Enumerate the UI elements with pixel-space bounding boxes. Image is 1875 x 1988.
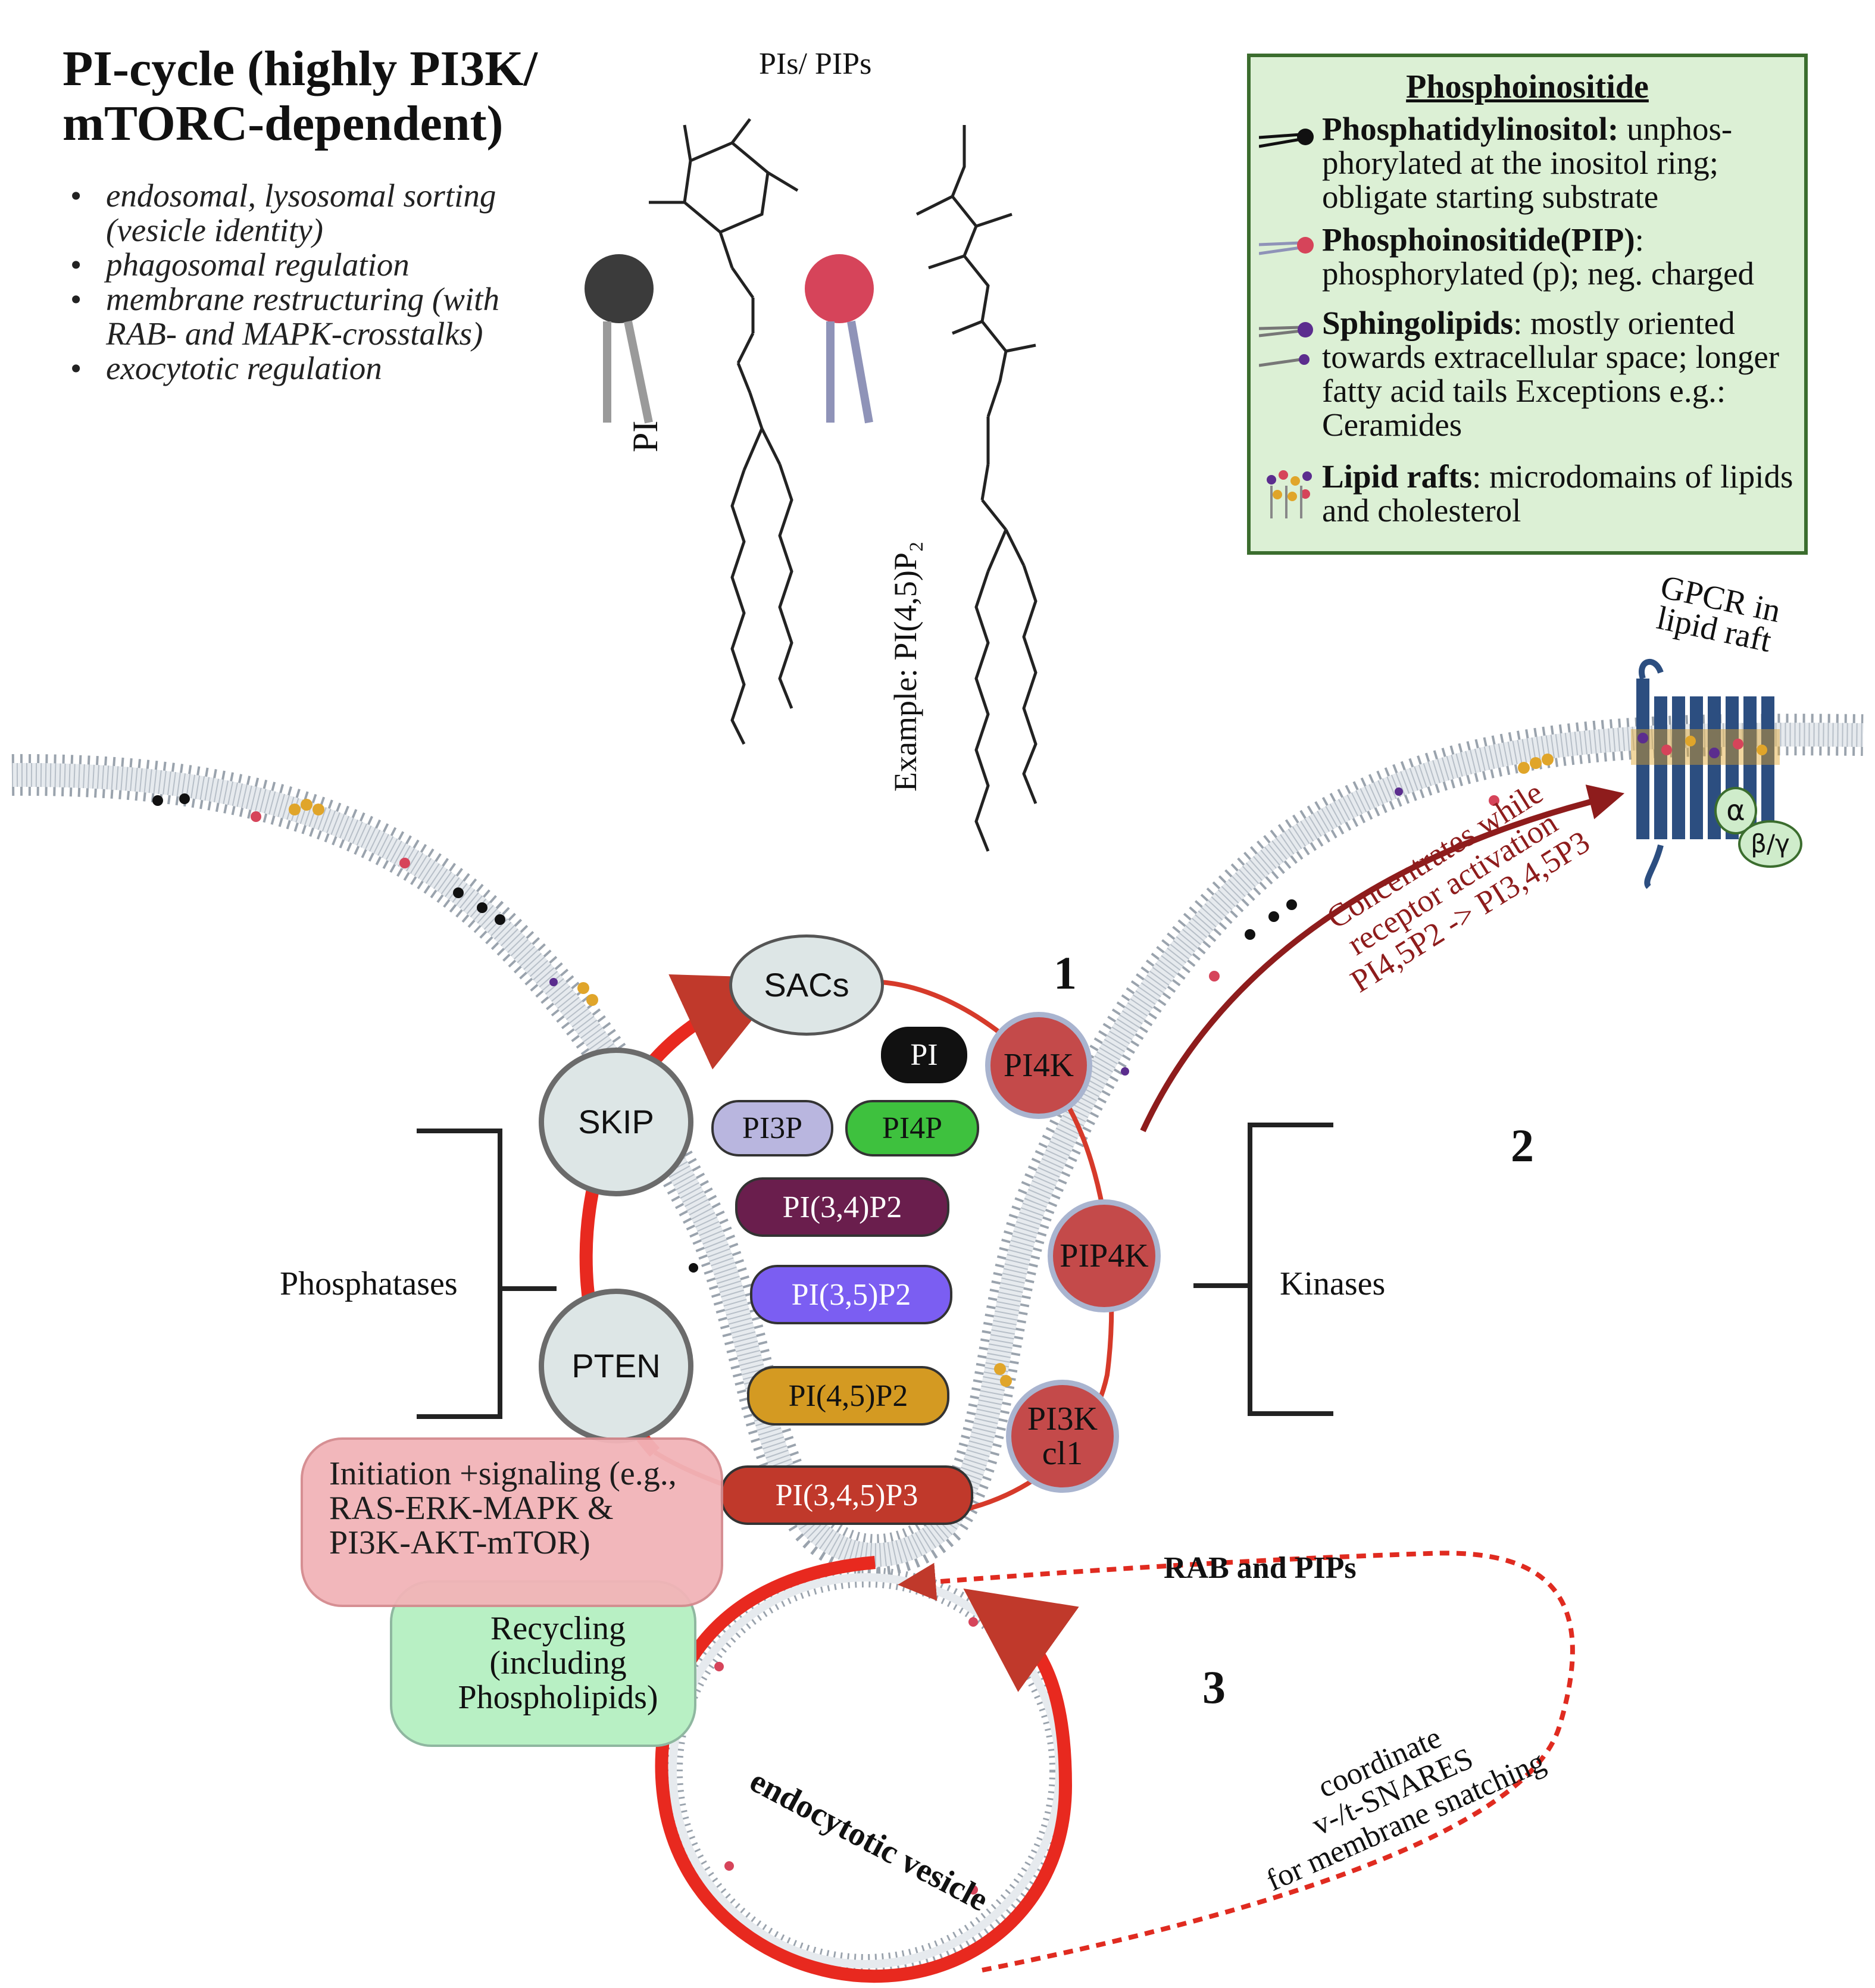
initiation-signaling-bubble: Initiation +signaling (e.g., RAS-ERK-MAP… (301, 1437, 723, 1607)
page-title: PI-cycle (highly PI3K/ mTORC-dependent) (62, 42, 598, 151)
pi-structure-label: PI (626, 420, 665, 452)
legend-entry-sphingolipids: Sphingolipids: mostly oriented towards e… (1322, 306, 1798, 442)
gpcr-receptor (1631, 658, 1780, 889)
pi3k-node: PI3K cl1 (1006, 1380, 1119, 1493)
legend-entry-name: Sphingolipids (1322, 305, 1514, 341)
pi-lipid-pill: PI (881, 1027, 967, 1083)
pi345p3-lipid-pill: PI(3,4,5)P3 (720, 1465, 973, 1525)
legend-entry-text: unphos-phorylated at the inositol ring; … (1322, 111, 1733, 215)
legend-entry-name: Phosphatidylinositol: (1322, 111, 1619, 147)
pi4p-lipid-pill: PI4P (845, 1100, 979, 1156)
rab-pips-label: RAB and PIPs (1164, 1551, 1357, 1585)
list-item-text: exocytotic regulation (106, 350, 382, 386)
step-number-1: 1 (1054, 947, 1077, 999)
pip2-chemical-structure (915, 125, 1038, 852)
sphingolipids-icon (1259, 322, 1313, 367)
title-line-1: PI-cycle (highly PI3K/ (62, 41, 538, 96)
g-beta-gamma-subunit: β/γ (1738, 820, 1802, 868)
phosphoinositide-icon (1259, 237, 1314, 255)
phosphatases-bracket (417, 1129, 557, 1419)
list-item: •exocytotic regulation (70, 350, 382, 386)
phosphatases-label: Phosphatases (280, 1265, 458, 1302)
pi3p-lipid-pill: PI3P (711, 1100, 833, 1156)
legend-title: Phosphoinositide (1406, 68, 1649, 105)
step-number-3: 3 (1202, 1661, 1226, 1713)
pip4k-node: PIP4K (1048, 1199, 1161, 1312)
list-item-text: membrane restructuring (with RAB- and MA… (106, 281, 499, 352)
title-line-2: mTORC-dependent) (62, 96, 504, 151)
structures-header: PIs/ PIPs (759, 47, 872, 81)
sacs-node: SACs (729, 934, 884, 1036)
pi45p2-lipid-pill: PI(4,5)P2 (747, 1366, 949, 1426)
g-alpha-subunit: α (1714, 787, 1757, 834)
pi-lipid-icon (585, 254, 654, 424)
legend-entry-text: : mostly oriented towards extracellular … (1322, 305, 1780, 443)
legend-entry-lipid-rafts: Lipid rafts: microdomains of lipids and … (1322, 460, 1798, 527)
legend-entry-text: : phosphorylated (p); neg. charged (1322, 221, 1754, 292)
list-item: •endosomal, lysosomal sorting (vesicle i… (70, 177, 496, 248)
pi4k-node: PI4K (985, 1012, 1092, 1119)
list-item-text: endosomal, lysosomal sorting (vesicle id… (106, 177, 496, 248)
list-item: •membrane restructuring (with RAB- and M… (70, 281, 499, 352)
plasma-membrane (11, 714, 1864, 1576)
legend-entry-text: : microdomains of lipids and cholesterol (1322, 458, 1793, 529)
legend-entry-phosphatidylinositol: Phosphatidylinositol: unphos-phorylated … (1322, 112, 1798, 214)
legend-entry-name: Phosphoinositide(PIP) (1322, 221, 1635, 258)
phosphoinositide-legend: Phosphoinositide Phosphatidylinositol: u… (1247, 54, 1808, 555)
list-item-text: phagosomal regulation (106, 246, 410, 283)
concentration-arrow (1140, 784, 1625, 1133)
membrane-lipids (152, 754, 1554, 1387)
list-item: •phagosomal regulation (70, 246, 410, 283)
example-structure-label: Example: PI(4,5)P₂ (888, 541, 923, 792)
kinases-label: Kinases (1280, 1265, 1386, 1302)
pten-node: PTEN (539, 1289, 693, 1443)
phosphatidylinositol-icon (1259, 129, 1314, 148)
legend-entry-name: Lipid rafts (1322, 458, 1473, 495)
kinases-bracket (1193, 1123, 1333, 1416)
endocytotic-vesicle-shape (662, 1567, 1070, 1974)
lipid-raft-icon (1267, 470, 1312, 518)
function-list: •endosomal, lysosomal sorting (vesicle i… (65, 179, 577, 386)
pip-lipid-icon (805, 254, 874, 424)
skip-node: SKIP (539, 1048, 693, 1196)
pi35p2-lipid-pill: PI(3,5)P2 (750, 1265, 952, 1324)
step-number-2: 2 (1511, 1120, 1534, 1171)
pi34p2-lipid-pill: PI(3,4)P2 (735, 1177, 949, 1237)
pi-chemical-structure (649, 118, 799, 745)
snare-dotted-arrow (898, 1551, 1575, 1973)
legend-entry-phosphoinositide: Phosphoinositide(PIP): phosphorylated (p… (1322, 223, 1798, 290)
